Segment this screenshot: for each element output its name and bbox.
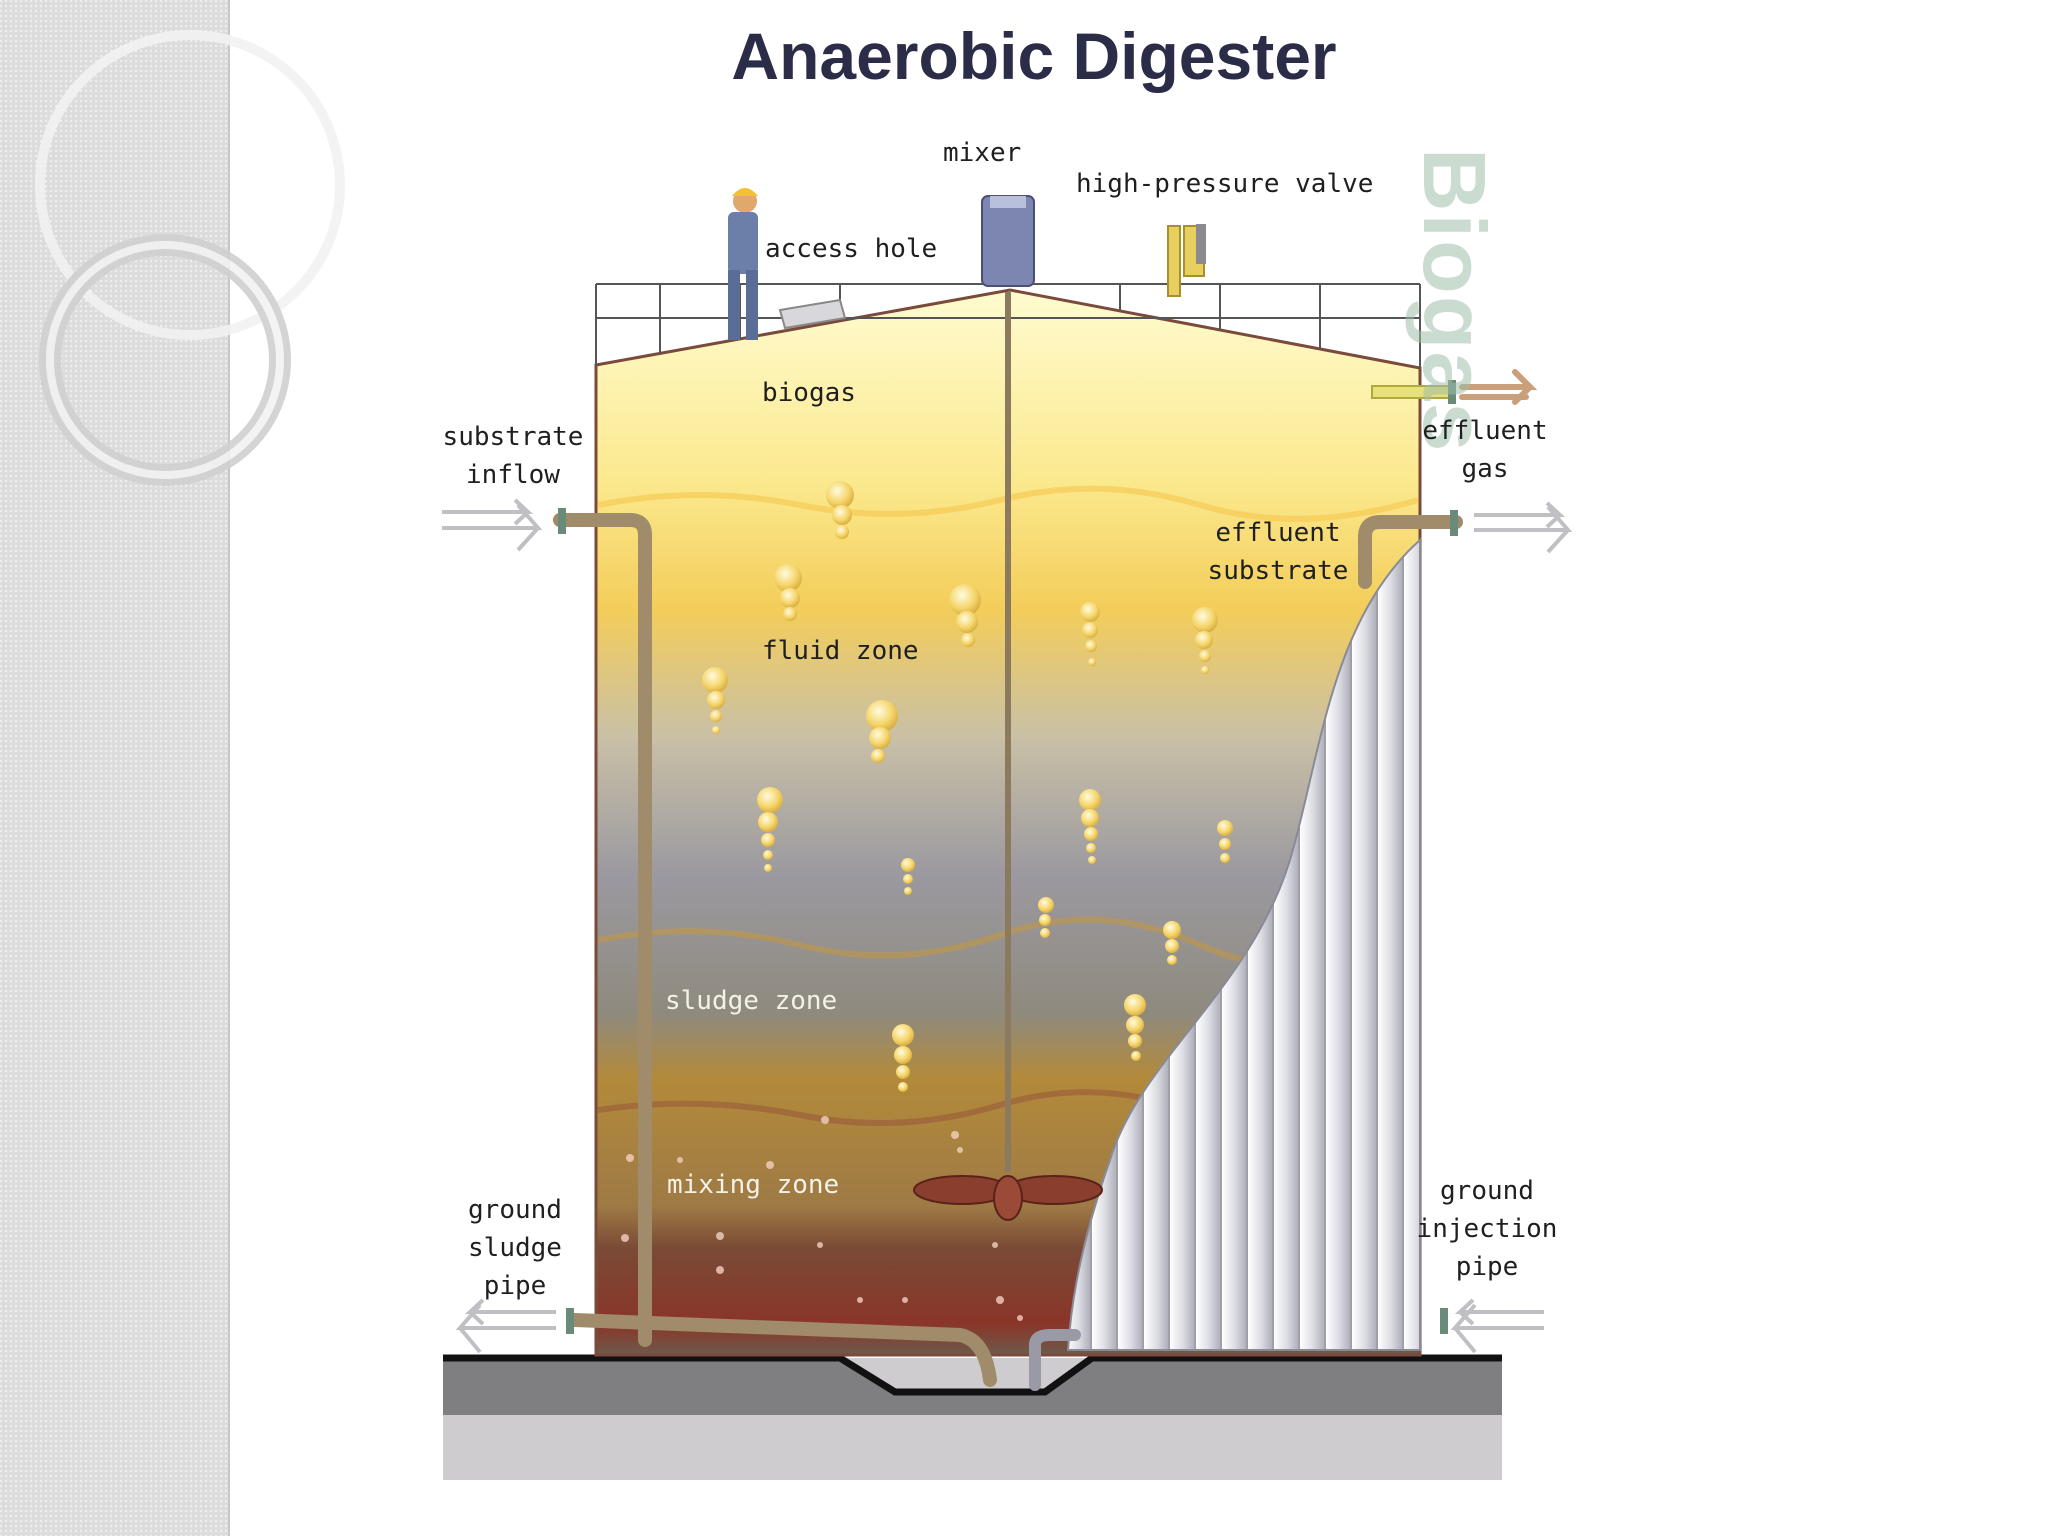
label-access-hole: access hole xyxy=(765,234,938,264)
ground-injection-arrow xyxy=(1450,1298,1544,1354)
inflow-flange xyxy=(558,508,566,534)
label-ground-sludge-pipe-line1: ground xyxy=(468,1195,562,1225)
ground xyxy=(443,1354,1502,1480)
label-biogas: biogas xyxy=(762,378,856,408)
label-effluent-substrate-line2: substrate xyxy=(1207,556,1349,586)
label-sludge-zone: sludge zone xyxy=(665,986,838,1016)
effluent-flange xyxy=(1450,510,1458,536)
worker-figure xyxy=(728,188,758,340)
label-high-pressure-valve: high-pressure valve xyxy=(1076,169,1374,199)
label-substrate-inflow-line1: substrate xyxy=(442,422,584,452)
label-ground-sludge-pipe-line2: sludge xyxy=(468,1233,562,1263)
label-mixing-zone: mixing zone xyxy=(667,1170,840,1200)
label-fluid-zone: fluid zone xyxy=(762,636,919,666)
label-ground-injection-pipe-line1: ground xyxy=(1440,1176,1534,1206)
page-title: Anaerobic Digester xyxy=(731,19,1337,93)
label-effluent-gas-line1: effluent xyxy=(1422,416,1548,446)
gas-bubbles xyxy=(702,481,1233,1092)
tank-cutaway-wall xyxy=(1066,537,1421,1351)
label-ground-injection-pipe-line3: pipe xyxy=(1455,1252,1519,1282)
label-ground-injection-pipe: ground injection pipe xyxy=(1402,1172,1572,1286)
substrate-inflow-pipe xyxy=(553,513,652,1347)
effluent-substrate-pipe xyxy=(1358,515,1463,589)
label-mixer: mixer xyxy=(943,138,1022,168)
effluent-gas-outlet xyxy=(1371,369,1538,405)
label-effluent-substrate: effluent substrate xyxy=(1198,514,1358,590)
label-ground-sludge-pipe-line3: pipe xyxy=(483,1271,547,1301)
ground-sludge-pipe xyxy=(568,1313,997,1387)
mixer-assembly xyxy=(913,195,1103,1221)
mixing-particles xyxy=(621,1116,1023,1321)
access-hole-hatch xyxy=(778,298,847,330)
injection-flange xyxy=(1440,1308,1448,1334)
ground-sludge-arrow xyxy=(455,1298,556,1354)
high-pressure-valve-device xyxy=(1167,224,1206,297)
biogas-watermark: Biogas xyxy=(1405,148,1504,454)
label-substrate-inflow-line2: inflow xyxy=(466,460,560,490)
ground-injection-pipe xyxy=(1029,1329,1081,1391)
label-effluent-substrate-line1: effluent xyxy=(1215,518,1341,548)
label-ground-injection-pipe-line2: injection xyxy=(1416,1214,1558,1244)
effluent-substrate-arrow xyxy=(1474,501,1573,554)
label-ground-sludge-pipe: ground sludge pipe xyxy=(440,1191,590,1305)
substrate-inflow-arrow xyxy=(442,498,543,552)
sludge-flange xyxy=(566,1308,574,1334)
decorative-rings xyxy=(35,30,345,486)
label-effluent-gas-line2: gas xyxy=(1461,454,1509,484)
label-substrate-inflow: substrate inflow xyxy=(438,418,588,494)
label-effluent-gas: effluent gas xyxy=(1410,412,1560,488)
